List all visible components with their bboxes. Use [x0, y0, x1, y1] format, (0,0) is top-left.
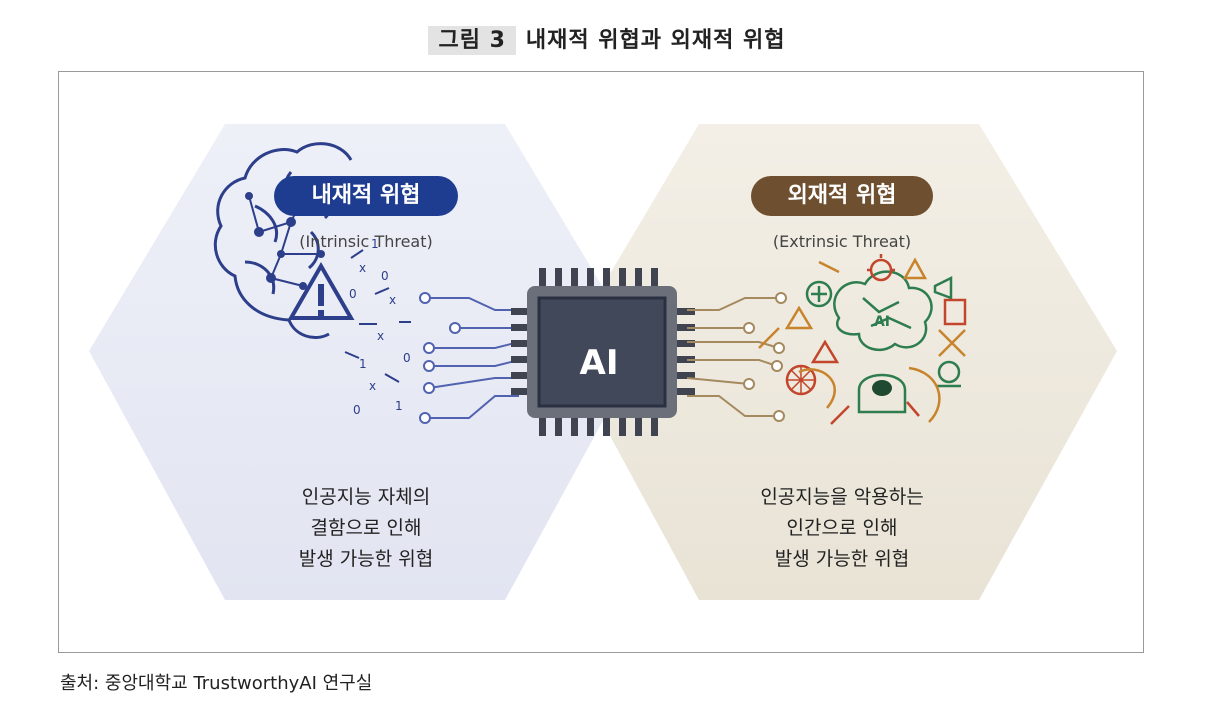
- svg-text:1: 1: [395, 399, 403, 413]
- intrinsic-subtitle: (Intrinsic Threat): [299, 232, 433, 251]
- svg-text:x: x: [377, 329, 384, 343]
- svg-text:x: x: [389, 293, 396, 307]
- extrinsic-desc-line: 인간으로 인해: [786, 517, 898, 539]
- intrinsic-title: 내재적 위협: [274, 176, 458, 216]
- intrinsic-desc-line: 발생 가능한 위협: [298, 548, 434, 570]
- figure-number: 그림 3: [428, 26, 516, 55]
- svg-text:0: 0: [403, 351, 411, 365]
- extrinsic-connectors: [686, 292, 787, 422]
- ai-chip-icon: [511, 268, 695, 436]
- intrinsic-description: 인공지능 자체의 결함으로 인해 발생 가능한 위협: [236, 482, 496, 575]
- figure-caption: 내재적 위협과 외재적 위협: [525, 28, 786, 53]
- svg-text:0: 0: [353, 403, 361, 417]
- figure-title: 그림 3 내재적 위협과 외재적 위협: [0, 22, 1214, 55]
- chip-label: AI: [579, 343, 619, 383]
- svg-text:1: 1: [371, 237, 379, 251]
- intrinsic-hexagon: [89, 124, 641, 600]
- svg-text:x: x: [359, 261, 366, 275]
- extrinsic-description: 인공지능을 악용하는 인간으로 인해 발생 가능한 위협: [712, 482, 972, 575]
- extrinsic-desc-line: 발생 가능한 위협: [774, 548, 910, 570]
- extrinsic-title: 외재적 위협: [751, 176, 933, 216]
- intrinsic-desc-line: 인공지능 자체의: [301, 486, 431, 508]
- extrinsic-subtitle: (Extrinsic Threat): [772, 232, 912, 251]
- svg-text:0: 0: [349, 287, 357, 301]
- intrinsic-desc-line: 결함으로 인해: [310, 517, 422, 539]
- warning-icon: [287, 261, 355, 320]
- extrinsic-hexagon: [564, 124, 1117, 600]
- svg-text:x: x: [369, 379, 376, 393]
- extrinsic-desc-line: 인공지능을 악용하는: [760, 486, 924, 508]
- threat-cluster-icon: [758, 254, 967, 425]
- source-credit: 출처: 중앙대학교 TrustworthyAI 연구실: [60, 673, 373, 694]
- svg-text:0: 0: [381, 269, 389, 283]
- brain-ai-label: AI: [874, 314, 890, 330]
- svg-text:1: 1: [359, 357, 367, 371]
